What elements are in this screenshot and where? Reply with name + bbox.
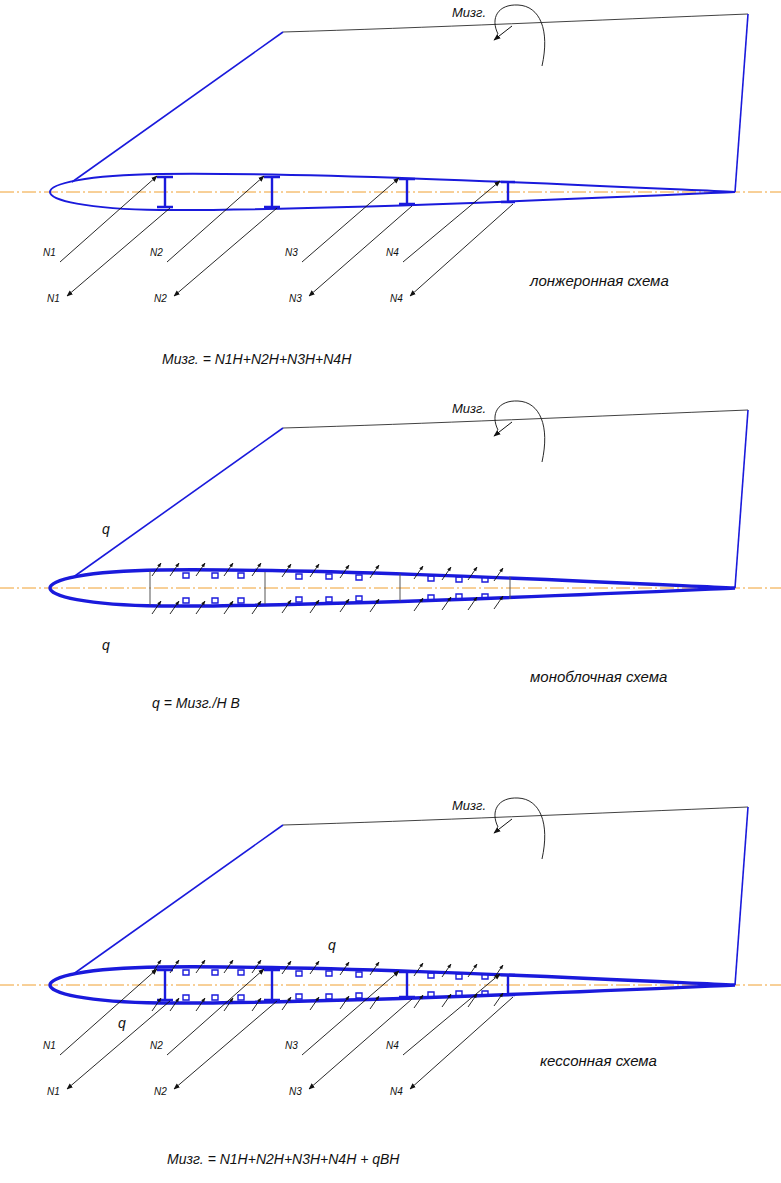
label-slot: N2: [152, 1081, 169, 1099]
bending-moment-arrow: [494, 5, 545, 66]
label-slot: N3: [287, 1081, 304, 1099]
force-label: N1: [41, 247, 58, 259]
label-slot: N2: [152, 288, 169, 306]
stringer-symbol: [183, 573, 488, 603]
label-slot: N1: [45, 288, 62, 306]
wing-planform: [0, 807, 781, 985]
shear-flow-arrows: [152, 596, 503, 614]
shear-flow-arrows: [152, 960, 503, 978]
force-arrows: [60, 176, 513, 296]
label-slot: N4: [388, 1081, 405, 1099]
force-label: N2: [152, 1086, 169, 1098]
shear-flow-arrows: [152, 563, 503, 581]
force-label: N3: [283, 247, 300, 259]
label-slot: N1: [41, 242, 58, 260]
label-slot: N1: [41, 1035, 58, 1053]
moment-label: Mизг.: [450, 799, 488, 814]
label-slot: лонжеронная схема: [528, 272, 671, 290]
label-slot: N2: [148, 242, 165, 260]
force-label: N1: [41, 1040, 58, 1052]
force-label: N4: [384, 1040, 401, 1052]
label-slot: моноблочная схема: [528, 668, 669, 686]
shear-flow-label: q: [326, 937, 338, 953]
label-slot: q: [326, 936, 338, 954]
label-slot: q = Mизг./H B: [150, 694, 242, 712]
force-arrows: [60, 969, 513, 1089]
force-label: N1: [45, 1086, 62, 1098]
shear-flow-arrows: [152, 993, 503, 1011]
bending-moment-arrow: [494, 798, 545, 859]
force-label: N2: [148, 1040, 165, 1052]
wing-planform: [0, 410, 781, 588]
formula: Mизг. = N1H+N2H+N3H+N4H: [160, 351, 353, 367]
label-slot: q: [100, 636, 112, 654]
monoblock-scheme-figure: [0, 401, 781, 614]
label-slot: Mизг. = N1H+N2H+N3H+N4H: [160, 350, 353, 368]
label-slot: N2: [148, 1035, 165, 1053]
shear-flow-label: q: [116, 1015, 128, 1031]
force-label: N4: [384, 247, 401, 259]
shear-flow-label: q: [100, 637, 112, 653]
moment-label: Mизг.: [450, 6, 488, 21]
rib-lines: [150, 571, 510, 605]
scheme-caption: кессонная схема: [538, 1052, 659, 1069]
shear-flow-label: q: [100, 521, 112, 537]
label-slot: Mизг.: [450, 3, 488, 21]
label-slot: N4: [384, 242, 401, 260]
label-slot: кессонная схема: [538, 1052, 659, 1070]
label-slot: Mизг.: [450, 796, 488, 814]
label-slot: Mизг.: [450, 399, 488, 417]
scheme-caption: лонжеронная схема: [528, 272, 671, 289]
force-label: N4: [388, 1086, 405, 1098]
force-label: N3: [283, 1040, 300, 1052]
spar-symbol: [157, 176, 515, 208]
label-slot: N1: [45, 1081, 62, 1099]
force-label: N4: [388, 293, 405, 305]
force-label: N1: [45, 293, 62, 305]
moment-label: Mизг.: [450, 402, 488, 417]
spar-symbol: [157, 969, 515, 1001]
caisson-scheme-figure: [0, 798, 781, 1089]
label-slot: N4: [384, 1035, 401, 1053]
force-label: N2: [148, 247, 165, 259]
stringer-symbol: [183, 970, 488, 1000]
spar-scheme-figure: [0, 5, 781, 296]
label-slot: N3: [283, 242, 300, 260]
force-label: N3: [287, 1086, 304, 1098]
label-slot: q: [116, 1014, 128, 1032]
label-slot: N4: [388, 288, 405, 306]
label-slot: Mизг. = N1H+N2H+N3H+N4H + qBH: [165, 1150, 401, 1168]
wing-planform: [0, 14, 781, 192]
label-slot: q: [100, 520, 112, 538]
formula: Mизг. = N1H+N2H+N3H+N4H + qBH: [165, 1151, 401, 1167]
force-label: N3: [287, 293, 304, 305]
force-label: N2: [152, 293, 169, 305]
label-slot: N3: [283, 1035, 300, 1053]
scheme-caption: моноблочная схема: [528, 668, 669, 685]
label-slot: N3: [287, 288, 304, 306]
formula: q = Mизг./H B: [150, 695, 242, 711]
bending-moment-arrow: [494, 401, 545, 462]
